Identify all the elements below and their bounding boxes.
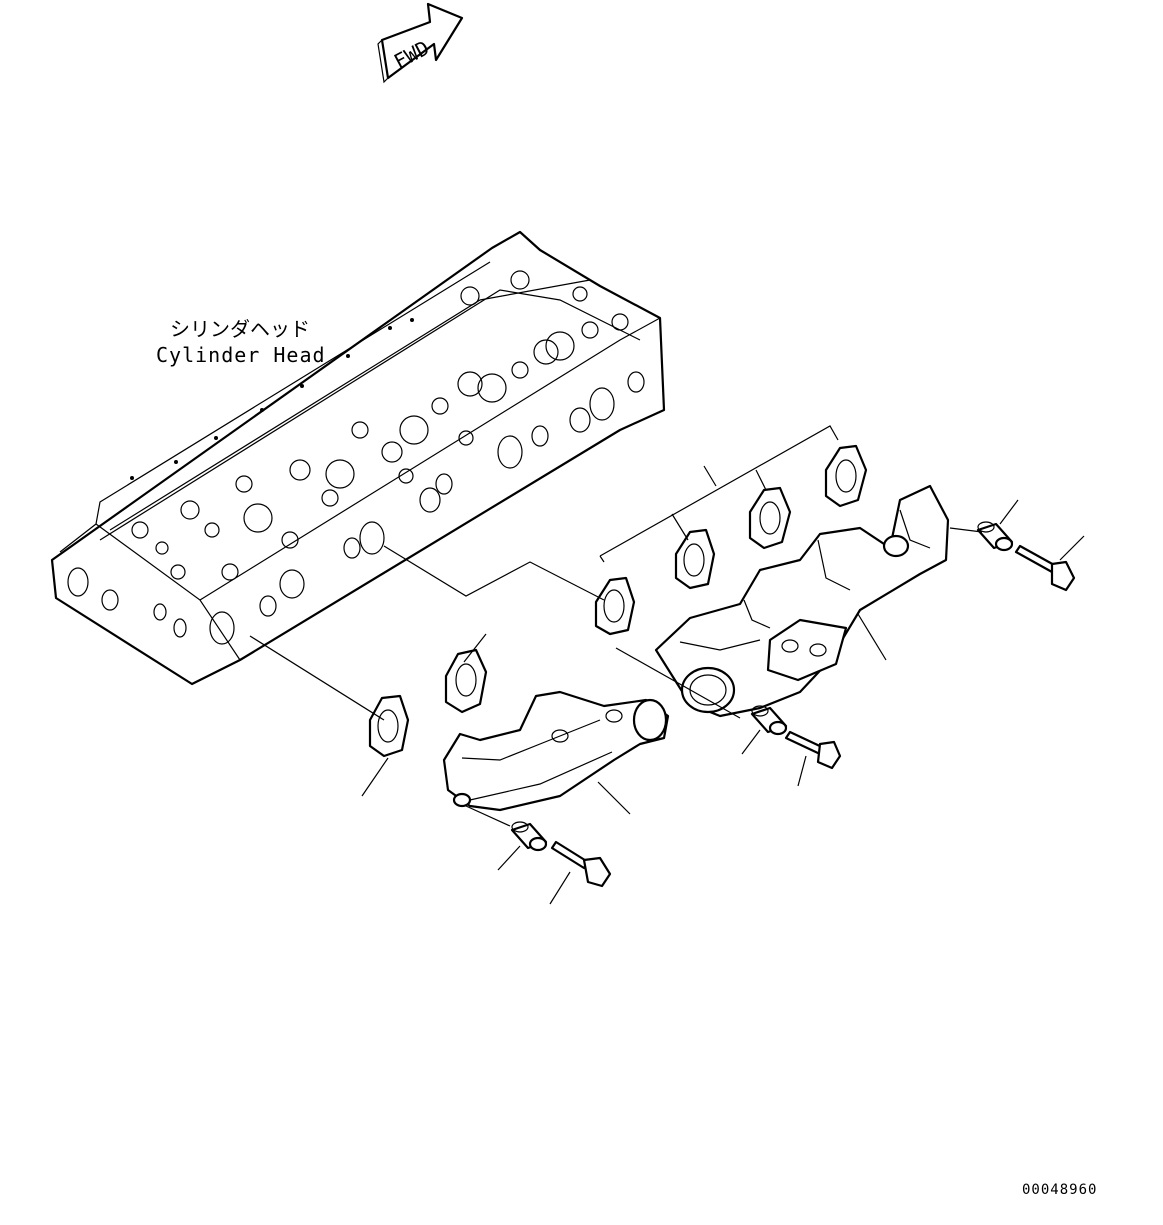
rear-gasket-a	[594, 576, 636, 636]
rear-gasket-c	[748, 486, 792, 550]
leader-lines	[249, 425, 1085, 905]
cylinder-head	[50, 230, 666, 686]
front-gasket-a	[368, 694, 410, 758]
flange-bolt-1	[550, 840, 612, 888]
spacer-sleeve-2	[750, 705, 788, 736]
front-exhaust-manifold	[442, 690, 670, 812]
fwd-arrow: FWD	[377, 2, 464, 84]
cylinder-head-label-jp: シリンダヘッド	[170, 317, 310, 341]
flange-bolt-3	[1014, 544, 1076, 592]
cylinder-head-label-en: Cylinder Head	[156, 343, 326, 367]
rear-gasket-d	[824, 444, 868, 508]
spacer-sleeve-3	[976, 521, 1014, 552]
spacer-sleeve-1	[510, 821, 548, 852]
drawing-number: 00048960	[1022, 1182, 1097, 1198]
rear-gasket-b	[674, 528, 716, 590]
front-gasket-b	[444, 648, 488, 714]
rear-exhaust-manifold	[654, 484, 950, 718]
flange-bolt-2	[784, 730, 842, 770]
